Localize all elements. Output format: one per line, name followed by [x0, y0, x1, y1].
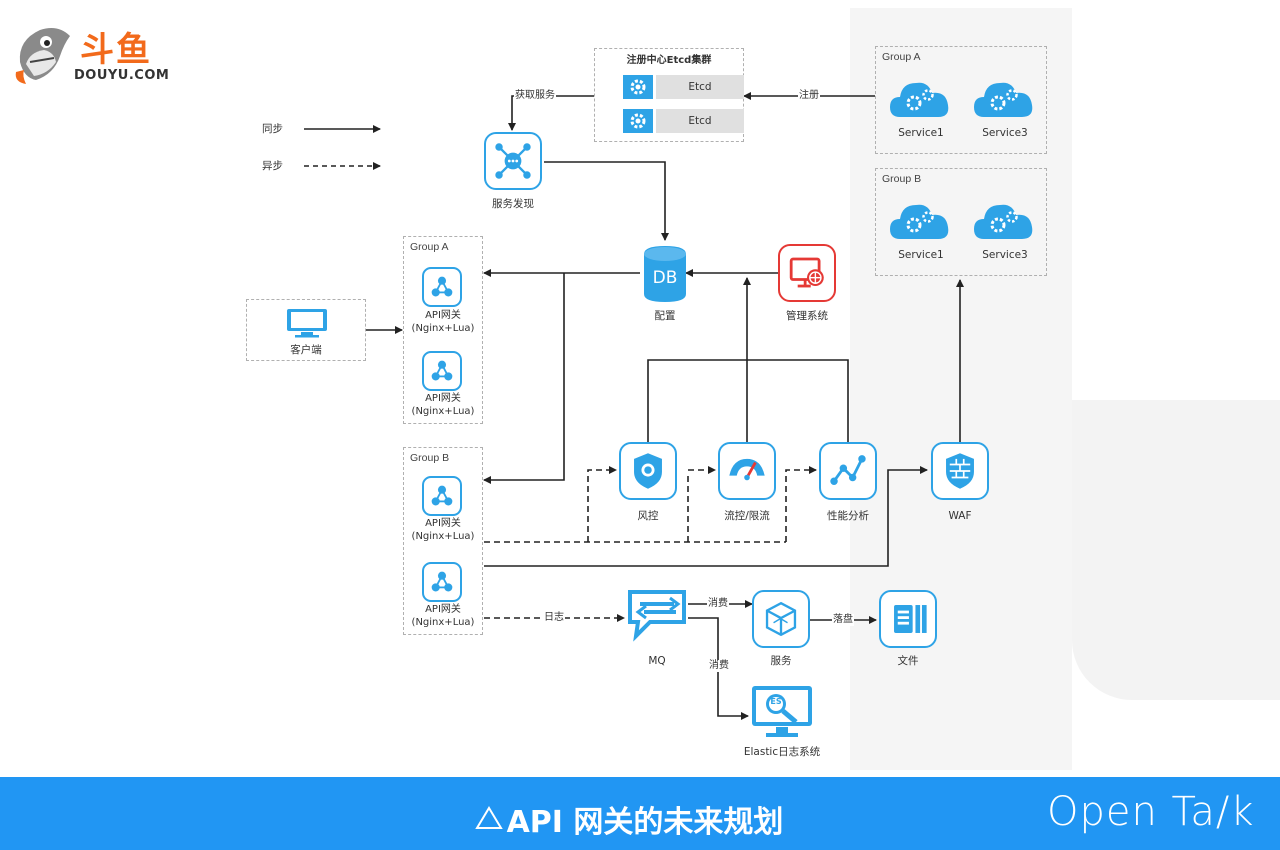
es-badge: ES: [770, 697, 782, 706]
elastic-label: Elastic日志系统: [743, 746, 821, 758]
logo-text-en: DOUYU.COM: [74, 68, 170, 83]
edge-label-log: 日志: [543, 612, 565, 624]
etcd-label: Etcd: [656, 109, 744, 133]
etcd-label: Etcd: [656, 75, 744, 99]
line-graph-icon: [830, 455, 866, 485]
api-gateway-node: [422, 351, 462, 391]
api-gateway-sublabel: (Nginx+Lua): [411, 531, 475, 542]
service-discovery-label: 服务发现: [492, 198, 534, 210]
background-shape-right: [1072, 400, 1280, 700]
edge-label-fetch: 获取服务: [514, 90, 556, 102]
api-gateway-node: [422, 267, 462, 307]
group-title: Group A: [882, 51, 921, 63]
performance-analysis-label: 性能分析: [827, 510, 869, 522]
db-text: DB: [652, 268, 678, 288]
file-label: 文件: [897, 655, 919, 667]
gear-icon: [623, 75, 653, 99]
firewall-icon: [946, 453, 974, 489]
etcd-cluster-group: 注册中心Etcd集群 Etcd Etcd: [594, 48, 744, 142]
admin-system-label: 管理系统: [786, 310, 828, 322]
mq-label: MQ: [648, 655, 666, 667]
risk-control-node: [619, 442, 677, 500]
waf-label: WAF: [948, 510, 972, 522]
cloud-gear-icon: [974, 204, 1033, 239]
fish-mascot-icon: [15, 28, 70, 84]
service-label: Service1: [898, 249, 944, 261]
file-node: [879, 590, 937, 648]
network-nodes-icon: [431, 276, 453, 297]
service-label: Service3: [982, 249, 1028, 261]
triangle-icon: [475, 806, 503, 829]
cloud-gear-icon: [890, 204, 949, 239]
open-talk-brand: Open Ta/k: [1047, 789, 1255, 835]
etcd-node-1: Etcd: [623, 75, 744, 99]
api-gateway-label: API网关: [425, 604, 461, 615]
api-gateway-label: API网关: [425, 518, 461, 529]
admin-system-node: [778, 244, 836, 302]
service-label: Service3: [982, 127, 1028, 139]
cloud-gear-icon: [890, 82, 949, 117]
message-queue-icon: [628, 590, 686, 642]
monitor-icon: [287, 309, 327, 338]
consumer-service-node: [752, 590, 810, 648]
shield-icon: [634, 453, 662, 489]
service-label: Service1: [898, 127, 944, 139]
footer-bar: API 网关的未来规划 Open Ta/k: [0, 777, 1280, 850]
etcd-node-2: Etcd: [623, 109, 744, 133]
elastic-monitor-icon: [752, 686, 812, 737]
config-label: 配置: [654, 310, 676, 322]
api-gateway-sublabel: (Nginx+Lua): [411, 323, 475, 334]
etcd-cluster-title: 注册中心Etcd集群: [626, 55, 712, 66]
network-nodes-icon: [431, 571, 453, 592]
group-title: Group A: [410, 241, 449, 253]
cube-icon: [765, 601, 797, 637]
api-gateway-node: [422, 476, 462, 516]
network-hub-icon: [495, 143, 531, 179]
group-title: Group B: [410, 452, 450, 464]
services-group-b: Group B Service1 Service3: [875, 168, 1047, 276]
risk-control-label: 风控: [637, 510, 659, 522]
performance-analysis-node: [819, 442, 877, 500]
database-icon: [644, 246, 686, 302]
gear-icon: [623, 109, 653, 133]
client-label: 客户端: [290, 344, 322, 356]
service-discovery-node: [484, 132, 542, 190]
group-title: Group B: [882, 173, 922, 185]
gateway-group-b: Group B API网关 (Nginx+Lua) API网关 (Nginx+L…: [403, 447, 483, 635]
services-group-a: Group A Service1 Service3: [875, 46, 1047, 154]
api-gateway-sublabel: (Nginx+Lua): [411, 617, 475, 628]
rate-limit-label: 流控/限流: [724, 510, 770, 522]
client-group: 客户端: [246, 299, 366, 361]
gateway-group-a: Group A API网关 (Nginx+Lua) API网关 (Nginx+L…: [403, 236, 483, 424]
waf-node: [931, 442, 989, 500]
network-nodes-icon: [431, 485, 453, 506]
slide-title: API 网关的未来规划: [506, 805, 784, 840]
douyu-logo: 斗鱼 DOUYU.COM: [14, 22, 184, 88]
api-gateway-label: API网关: [425, 310, 461, 321]
edge-label-consume-1: 消费: [707, 598, 729, 610]
api-gateway-sublabel: (Nginx+Lua): [411, 406, 475, 417]
cloud-gear-icon: [974, 82, 1033, 117]
gauge-icon: [729, 458, 765, 481]
edge-label-persist: 落盘: [832, 614, 854, 626]
monitor-globe-icon: [789, 257, 824, 288]
network-nodes-icon: [431, 360, 453, 381]
file-stack-icon: [894, 605, 927, 633]
legend-async-label: 异步: [262, 160, 283, 172]
edge-label-consume-2: 消费: [708, 660, 730, 672]
api-gateway-label: API网关: [425, 393, 461, 404]
legend-sync-label: 同步: [262, 123, 283, 135]
api-gateway-node: [422, 562, 462, 602]
edge-label-register: 注册: [798, 90, 820, 102]
logo-text-cn: 斗鱼: [80, 30, 152, 70]
consumer-service-label: 服务: [770, 655, 792, 667]
rate-limit-node: [718, 442, 776, 500]
